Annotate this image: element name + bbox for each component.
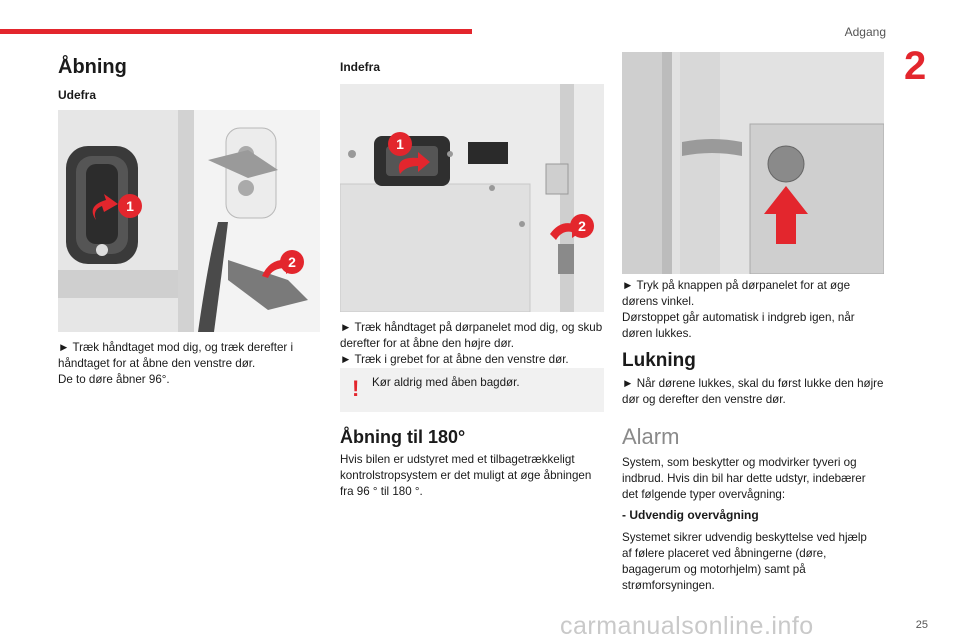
warning-text: Kør aldrig med åben bagdør. — [372, 376, 520, 389]
door-exterior-illustration: 1 2 — [58, 110, 320, 332]
instruction-left-door: ► Træk i grebet for at åbne den venstre … — [340, 353, 569, 366]
callout-2-exterior: 2 — [288, 254, 296, 270]
note-door-stop: Dørstoppet går automatisk i indgreb igen… — [622, 311, 855, 340]
heading-lukning: Lukning — [622, 350, 696, 371]
chapter-number: 2 — [904, 44, 927, 88]
paragraph-180: Hvis bilen er udstyret med et tilbagetræ… — [340, 453, 592, 498]
warning-icon: ! — [352, 376, 360, 401]
door-interior-illustration: 1 2 — [340, 84, 604, 312]
callout-2-interior: 2 — [578, 218, 586, 234]
watermark: carmanualsonline.info — [560, 612, 814, 640]
callout-1-interior: 1 — [396, 136, 404, 152]
note-96-degrees: De to døre åbner 96°. — [58, 373, 170, 386]
instruction-exterior: ► Træk håndtaget mod dig, og træk dereft… — [58, 341, 294, 370]
section-title: Adgang — [844, 25, 886, 39]
column-1-text: ► Træk håndtaget mod dig, og træk dereft… — [58, 340, 320, 388]
column-2-text: ► Træk håndtaget på dørpanelet mod dig, … — [340, 320, 604, 368]
heading-abning: Åbning — [58, 56, 127, 78]
warning-box: ! Kør aldrig med åben bagdør. — [340, 368, 604, 412]
subheading-indefra: Indefra — [340, 60, 381, 74]
page-number: 25 — [915, 619, 928, 631]
instruction-door-button: ► Tryk på knappen på dørpanelet for at ø… — [622, 279, 851, 308]
subheading-udefra: Udefra — [58, 88, 97, 102]
instruction-closing: ► Når dørene lukkes, skal du først lukke… — [622, 377, 884, 406]
callout-1-exterior: 1 — [126, 198, 134, 214]
column-3-text: ► Tryk på knappen på dørpanelet for at ø… — [622, 278, 884, 342]
header-accent-bar — [0, 29, 472, 34]
heading-alarm: Alarm — [622, 424, 680, 449]
subheading-udvendig: - Udvendig overvågning — [622, 508, 759, 522]
heading-abning-180: Åbning til 180° — [340, 427, 466, 447]
instruction-right-door: ► Træk håndtaget på dørpanelet mod dig, … — [340, 321, 603, 350]
paragraph-udvendig: Systemet sikrer udvendig beskyttelse ved… — [622, 531, 867, 592]
door-stop-illustration — [622, 52, 884, 274]
paragraph-alarm: System, som beskytter og modvirker tyver… — [622, 456, 866, 501]
